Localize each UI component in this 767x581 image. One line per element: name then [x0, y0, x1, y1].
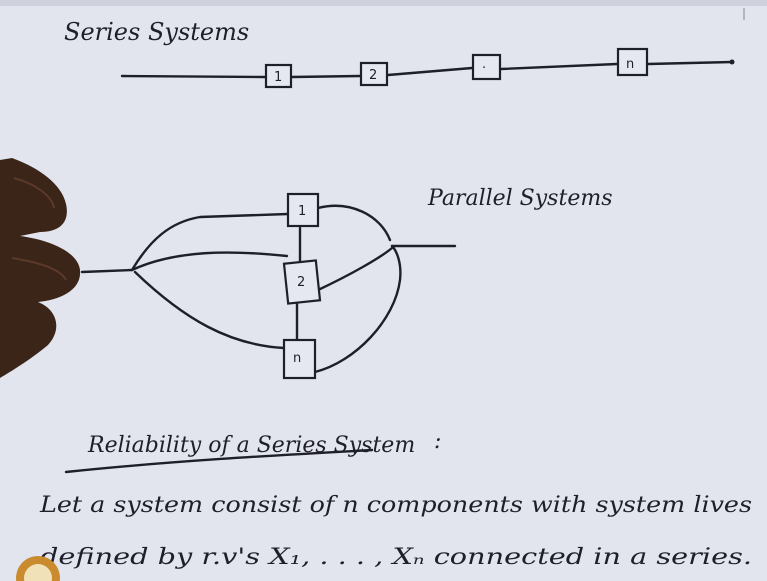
parallel-input-wire [82, 270, 132, 272]
parallel-diagram: 1 2 n [82, 194, 455, 378]
parallel-component-label: 2 [297, 275, 305, 290]
parallel-component-label: 1 [298, 204, 306, 219]
parallel-branch-middle [132, 253, 287, 270]
parallel-branch-lower-out [315, 246, 400, 372]
series-endpoint [730, 60, 735, 65]
series-wire [648, 62, 732, 64]
parallel-component-label: n [293, 351, 301, 366]
parallel-branch-middle-out [318, 248, 392, 290]
series-title: Series Systems [64, 18, 249, 46]
parallel-title: Parallel Systems [427, 186, 613, 211]
series-component-label: 1 [274, 70, 282, 85]
reliability-heading: Reliability of a Series System [87, 433, 415, 458]
parallel-branch-upper-out [318, 206, 390, 240]
body-line: Let a system consist of n components wit… [39, 493, 752, 518]
page-edge [0, 0, 767, 6]
hand-silhouette [0, 158, 80, 378]
series-component-label: · [482, 61, 486, 76]
series-wire [122, 76, 265, 77]
parallel-branch-lower [135, 272, 284, 348]
series-component-box [473, 55, 500, 79]
body-line: defined by r.v's X₁, . . . , Xₙ connecte… [40, 545, 752, 570]
series-wire [388, 68, 472, 75]
series-diagram: 1 2 · n [122, 49, 735, 87]
series-component-label: 2 [369, 68, 377, 83]
series-wire [292, 76, 360, 77]
series-wire [501, 64, 617, 69]
series-component-label: n [626, 57, 634, 72]
heading-colon: : [434, 429, 441, 454]
